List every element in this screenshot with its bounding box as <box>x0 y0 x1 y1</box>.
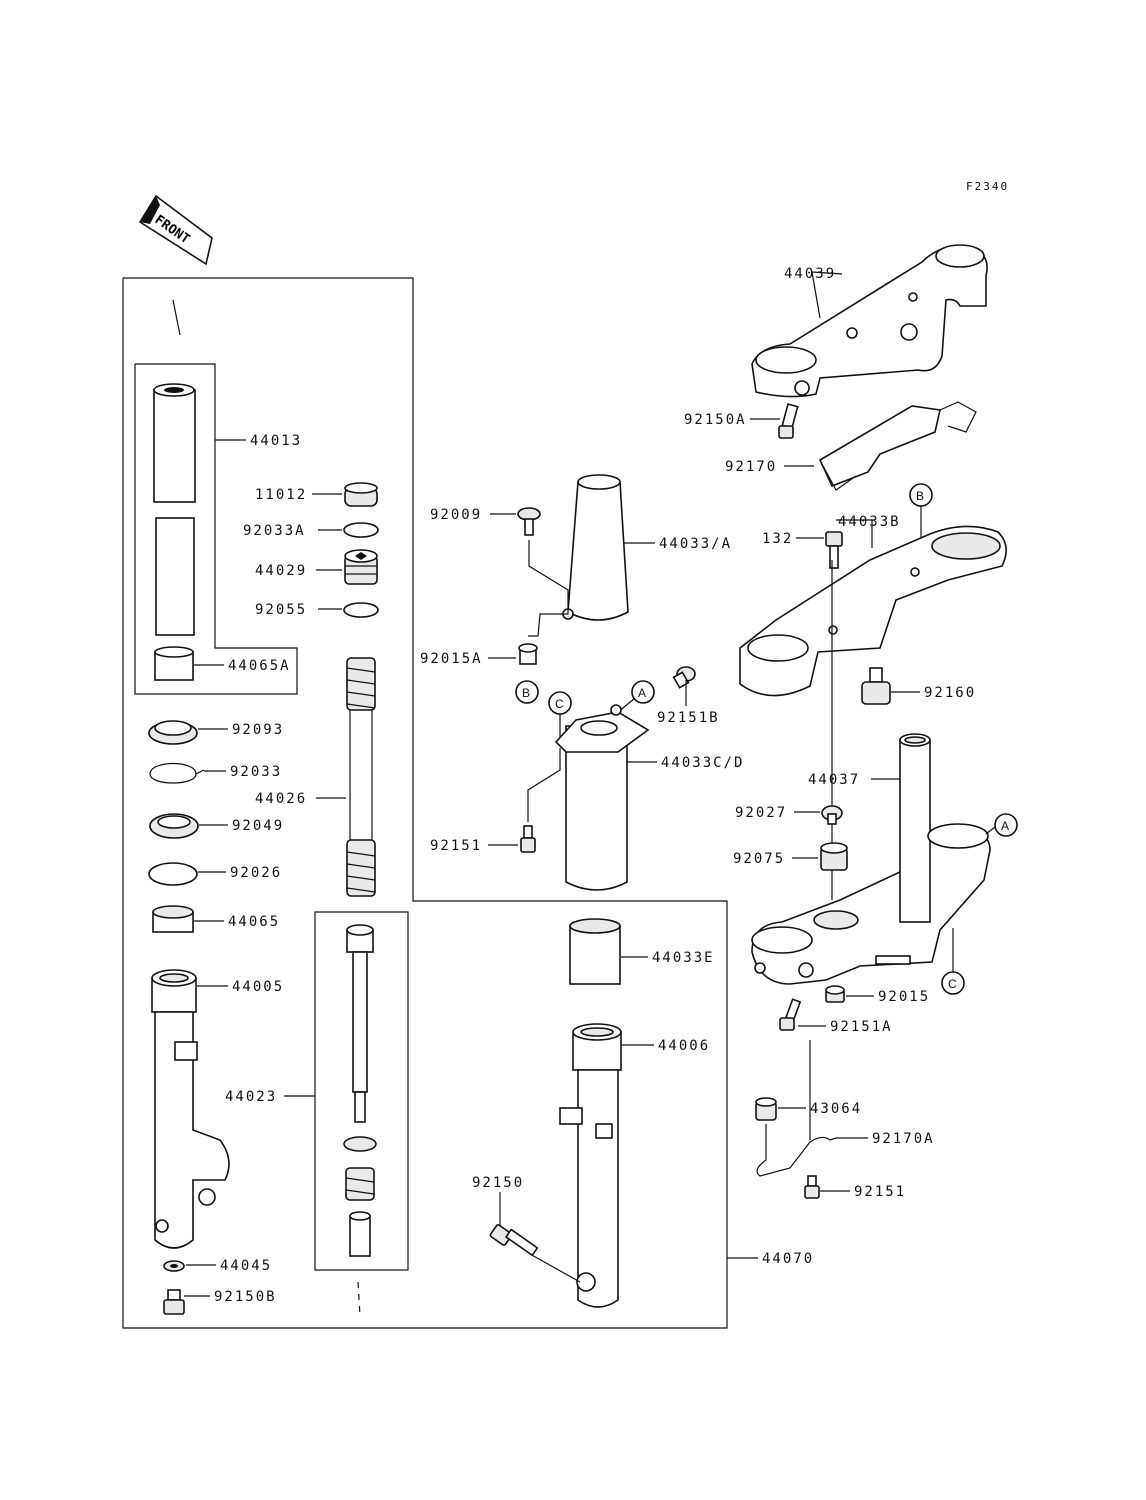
o-ring-92055 <box>343 602 379 618</box>
bolt-92150b <box>163 1289 185 1315</box>
label-44033E: 44033E <box>652 950 715 966</box>
figure-code: F2340 <box>966 180 1009 193</box>
bolt-92150a <box>778 403 799 439</box>
label-44013: 44013 <box>250 433 302 449</box>
bolt-92151-middle <box>520 825 536 853</box>
cap-11012 <box>344 482 378 507</box>
label-44045: 44045 <box>220 1258 272 1274</box>
upper-bracket-44039 <box>751 244 988 398</box>
dust-seal-92093 <box>148 720 198 745</box>
bracket-44033b <box>739 525 1007 697</box>
fork-assembly-frame <box>122 277 728 1329</box>
label-92170A: 92170A <box>872 1131 935 1147</box>
label-132: 132 <box>762 531 793 547</box>
cover-44033a <box>562 474 629 621</box>
label-92151B: 92151B <box>657 710 720 726</box>
bolt-92151a <box>779 998 802 1031</box>
bushing-44065 <box>152 905 194 933</box>
label-43064: 43064 <box>810 1101 862 1117</box>
label-92027: 92027 <box>735 805 787 821</box>
label-92151-middle: 92151 <box>430 838 482 854</box>
label-44065A: 44065A <box>228 658 291 674</box>
outer-tube-left <box>151 969 230 1249</box>
label-44005: 44005 <box>232 979 284 995</box>
label-44070: 44070 <box>762 1251 814 1267</box>
label-92033: 92033 <box>230 764 282 780</box>
label-44033CD: 44033C/D <box>661 755 744 771</box>
front-arrow-icon: FRONT <box>138 194 213 266</box>
cover-44033cd <box>554 704 650 891</box>
cover-44033e <box>569 918 621 985</box>
damper-rod <box>343 924 377 1257</box>
steering-stem-44037 <box>751 733 991 985</box>
svg-text:C: C <box>948 977 957 991</box>
label-44033B: 44033B <box>838 514 901 530</box>
svg-text:C: C <box>555 697 564 711</box>
label-44037: 44037 <box>808 772 860 788</box>
label-44023: 44023 <box>225 1089 277 1105</box>
ref-marker-a-middle: A <box>631 680 655 704</box>
label-44065: 44065 <box>228 914 280 930</box>
label-92055: 92055 <box>255 602 307 618</box>
ref-marker-a-right: A <box>994 813 1018 837</box>
label-44039: 44039 <box>784 266 836 282</box>
label-92015A: 92015A <box>420 651 483 667</box>
fork-spring <box>346 657 376 897</box>
label-92075: 92075 <box>733 851 785 867</box>
o-ring-92033a <box>343 522 379 538</box>
svg-text:B: B <box>916 489 924 503</box>
label-92150B: 92150B <box>214 1289 277 1305</box>
label-92049: 92049 <box>232 818 284 834</box>
label-92033A: 92033A <box>243 523 306 539</box>
bolt-92150 <box>489 1224 539 1257</box>
bolt-132 <box>825 531 843 569</box>
bushing-44065a <box>154 646 194 681</box>
label-44033A: 44033/A <box>659 536 732 552</box>
fork-cap-44029 <box>344 549 378 585</box>
circlip-92033 <box>149 763 205 784</box>
label-92015: 92015 <box>878 989 930 1005</box>
label-92151A: 92151A <box>830 1019 893 1035</box>
label-92009: 92009 <box>430 507 482 523</box>
ref-marker-b-middle: B <box>515 680 539 704</box>
ref-marker-c-right: C <box>941 971 965 995</box>
label-11012: 11012 <box>255 487 307 503</box>
label-92026: 92026 <box>230 865 282 881</box>
cap-92160 <box>861 667 891 705</box>
bolt-92151-right <box>804 1175 820 1199</box>
svg-text:B: B <box>522 686 530 700</box>
collar-92015a <box>518 643 538 665</box>
grommet-43064 <box>755 1097 777 1121</box>
svg-text:A: A <box>1001 819 1009 833</box>
oil-seal-92049 <box>149 813 199 839</box>
nut-92015 <box>825 985 845 1003</box>
clamp-92170a <box>756 1124 837 1177</box>
label-92160: 92160 <box>924 685 976 701</box>
damper-rod-frame <box>314 911 409 1271</box>
label-44026: 44026 <box>255 791 307 807</box>
screw-92009 <box>517 507 541 536</box>
label-44006: 44006 <box>658 1038 710 1054</box>
ref-marker-c-middle: C <box>548 691 572 715</box>
label-92093: 92093 <box>232 722 284 738</box>
nut-92075 <box>820 842 848 871</box>
washer-92027 <box>821 805 843 825</box>
label-92170: 92170 <box>725 459 777 475</box>
outer-tube-right <box>559 1023 622 1308</box>
ref-marker-b-right: B <box>909 483 933 507</box>
label-92150A: 92150A <box>684 412 747 428</box>
washer-92026 <box>148 862 198 886</box>
label-92151-right: 92151 <box>854 1184 906 1200</box>
label-44029: 44029 <box>255 563 307 579</box>
inner-tube-frame <box>134 363 298 695</box>
bolt-92151b <box>672 666 696 689</box>
label-92150: 92150 <box>472 1175 524 1191</box>
inner-tube <box>153 383 196 636</box>
washer-44045 <box>163 1260 185 1272</box>
bracket-92170 <box>818 401 977 491</box>
svg-text:A: A <box>638 686 646 700</box>
